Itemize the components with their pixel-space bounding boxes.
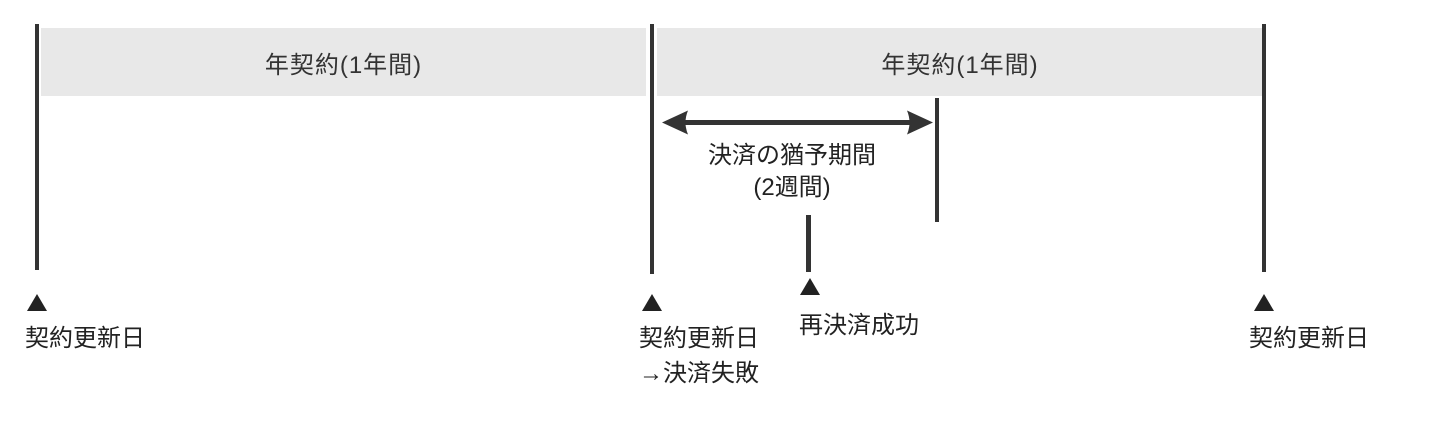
renewal-date-label-right: 契約更新日 [1249,325,1369,352]
renewal-date-label-left: 契約更新日 [25,325,145,352]
grace-period-label-line2: (2週間) [753,174,831,201]
renewal-date-line-middle [650,24,654,274]
marker-triangle-icon [27,294,47,311]
renewal-date-failed-label: 契約更新日 →決済失敗 [639,321,759,391]
grace-period-end-line [935,98,939,222]
marker-triangle-icon [800,278,820,295]
contract-period-label-2: 年契約(1年間) [881,51,1039,79]
renewal-date-line-right [1262,24,1266,272]
marker-triangle-icon [1254,294,1274,311]
renewal-date-failed-label-line1: 契約更新日 [639,325,759,352]
renewal-date-failed-label-line2: →決済失敗 [639,360,759,387]
double-arrow-icon [662,110,933,135]
renewal-date-line-left [35,24,39,270]
marker-triangle-icon [642,294,662,311]
repayment-success-label: 再決済成功 [799,312,919,339]
grace-period-label-line1: 決済の猶予期間 [708,142,876,169]
contract-period-band-2: 年契約(1年間) [657,28,1263,96]
grace-period-label: 決済の猶予期間 (2週間) [672,140,912,204]
contract-period-label-1: 年契約(1年間) [264,51,423,79]
contract-period-band-1: 年契約(1年間) [41,28,646,96]
repayment-tick-line [806,215,811,272]
